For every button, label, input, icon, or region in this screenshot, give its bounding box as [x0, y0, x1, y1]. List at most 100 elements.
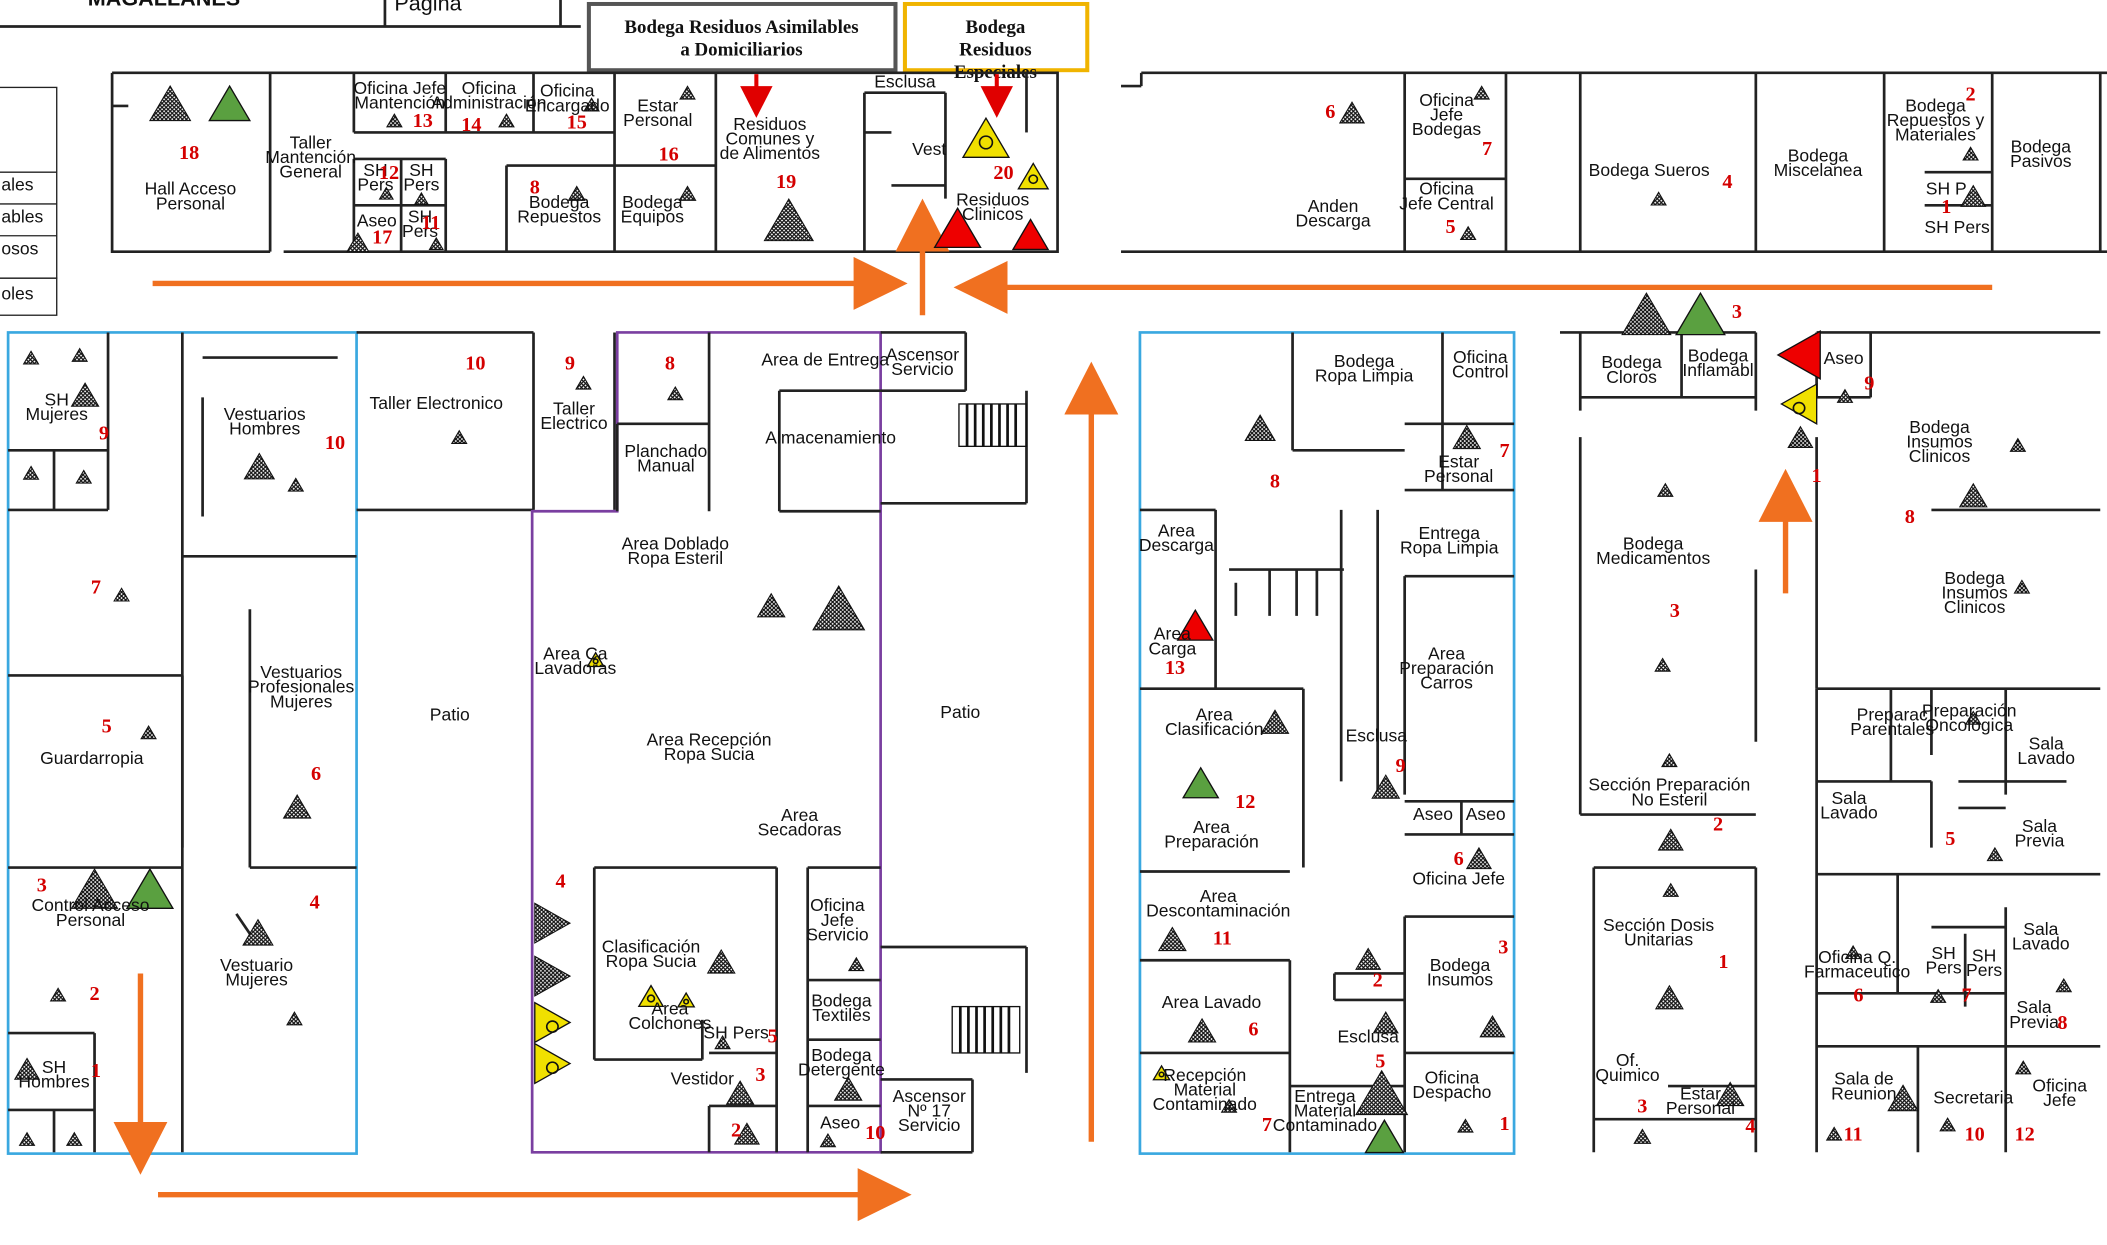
hazard-triangle-icon [1633, 1128, 1652, 1144]
hazard-triangle-icon [1654, 657, 1672, 672]
hazard-triangle-icon [1355, 1069, 1409, 1116]
zone-number-label: 8 [530, 177, 540, 199]
zone-number-label: 12 [2014, 1124, 2034, 1146]
zone-number-label: 13 [413, 110, 433, 132]
hazard-triangle-icon [428, 236, 444, 250]
room-label-aseo-top: Aseo [357, 211, 397, 231]
hazard-triangle-icon [933, 206, 982, 249]
zone-number-label: 7 [1262, 1114, 1272, 1136]
hazard-triangle-icon [1650, 191, 1667, 206]
biohazard-icon [637, 984, 665, 1008]
room-label-esclusa-low: Esclusa [1337, 1027, 1399, 1047]
hazard-triangle-icon [2014, 1060, 2032, 1075]
red-arrows [740, 74, 1013, 118]
hazard-triangle-icon [1836, 388, 1854, 403]
biohazard-icon [1780, 382, 1818, 425]
room-label-of-jefe-ester: Oficina Jefe [1412, 869, 1505, 889]
hazard-triangle-icon [1338, 101, 1366, 124]
hazard-triangle-icon [1452, 424, 1482, 450]
zone-number-label: 4 [310, 892, 320, 914]
hazard-triangle-icon [70, 868, 119, 909]
hazard-triangle-icon [1372, 1011, 1399, 1034]
hazard-triangle-icon [386, 113, 403, 128]
zone-number-label: 9 [565, 353, 575, 375]
room-label-vest: Vest [912, 139, 946, 159]
stairs-icon [951, 1005, 1021, 1054]
room-label-area-entrega: Area de Entrega [761, 350, 889, 370]
hazard-triangle-icon [1473, 85, 1491, 100]
room-label-patio-right: Patio [940, 702, 980, 722]
biohazard-icon [1158, 1071, 1165, 1078]
hazard-triangle-icon [1964, 710, 1982, 725]
hazard-triangle-icon [1715, 1081, 1745, 1107]
biohazard-icon [978, 135, 994, 150]
hazard-triangle-icon [1939, 1117, 1956, 1132]
hazard-triangle-icon [1457, 1118, 1474, 1133]
room-label-taller-electronico: Taller Electronico [369, 393, 503, 413]
room-label-esclusa-top: Esclusa [874, 72, 936, 92]
hazard-triangle-icon [498, 113, 515, 128]
room-label-sh-pers-right: SH Pers [1924, 217, 1990, 237]
zone-number-label: 1 [1941, 196, 1951, 218]
hazard-markers [13, 84, 2073, 1154]
hazard-triangle-icon [70, 382, 100, 407]
room-label-almacenamiento: Almacenamiento [765, 428, 896, 448]
zone-number-label: 7 [1961, 984, 1971, 1006]
hazard-triangle-icon [1661, 752, 1678, 768]
hazard-triangle-icon [1654, 984, 1684, 1010]
hazard-triangle-icon [1929, 988, 1947, 1003]
zone-number-label: 4 [555, 871, 565, 893]
hazard-triangle-icon [1220, 1098, 1238, 1113]
hazard-triangle-icon [763, 198, 815, 242]
biohazard-icon [534, 1042, 572, 1085]
zone-number-label: 3 [1637, 1096, 1647, 1118]
hazard-triangle-icon [714, 1034, 731, 1050]
room-label-of-quimico: Of.Quimico [1595, 1050, 1659, 1084]
zone-number-label: 5 [768, 1026, 778, 1048]
hazard-triangle-icon [1958, 482, 1988, 508]
hazard-triangle-icon [706, 948, 736, 974]
zone-number-label: 13 [1165, 657, 1185, 679]
zone-number-label: 5 [1945, 828, 1955, 850]
zone-number-label: 11 [1213, 928, 1232, 950]
zone-number-label: 1 [1718, 951, 1728, 973]
zone-number-label: 10 [465, 353, 485, 375]
hazard-triangle-icon [65, 1131, 83, 1146]
room-label-guardarropia: Guardarropia [40, 748, 144, 768]
room-label-area-lavado: Area Lavado [1162, 992, 1262, 1012]
hazard-triangle-icon [1662, 882, 1680, 897]
hazard-triangle-icon [1621, 292, 1672, 336]
hazard-triangle-icon [575, 375, 592, 390]
hazard-triangle-icon [346, 232, 370, 253]
biohazard-icon [1028, 174, 1039, 185]
zone-number-label: 3 [1732, 301, 1742, 323]
zone-number-label: 5 [102, 716, 112, 738]
hazard-triangle-icon [287, 477, 305, 492]
hazard-triangle-icon [1844, 944, 1862, 960]
biohazard-icon [683, 998, 690, 1005]
hazard-triangle-icon [1656, 482, 1674, 497]
zone-vestuarios [6, 331, 358, 1155]
hazard-triangle-icon [378, 186, 394, 200]
room-label-aseo-lav: Aseo [820, 1113, 860, 1133]
zone-number-label: 8 [665, 353, 675, 375]
